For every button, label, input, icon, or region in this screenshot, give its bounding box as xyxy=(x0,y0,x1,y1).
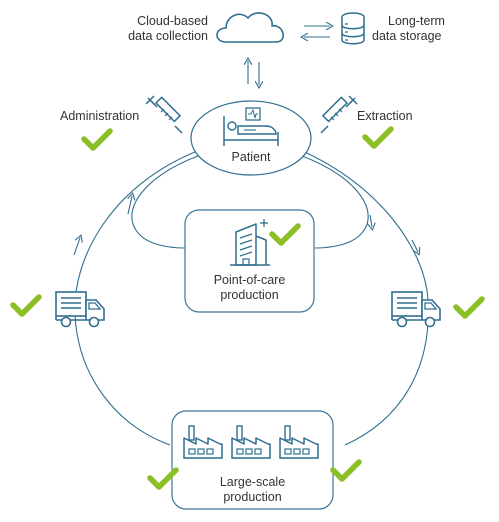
arrow-right-down xyxy=(411,239,418,252)
arrow-poc-right xyxy=(370,214,372,227)
poc-label-line1: Point-of-care xyxy=(213,273,286,287)
check-icon-truck-right xyxy=(456,299,482,316)
patient-label: Patient xyxy=(231,150,271,164)
large-scale-box xyxy=(171,410,334,510)
poc-label: Point-of-care production xyxy=(185,273,314,303)
cloud-icon xyxy=(216,12,284,43)
arrow-left-up xyxy=(73,238,80,256)
administration-label: Administration xyxy=(60,109,140,123)
patient-node xyxy=(190,100,312,176)
check-icon-extraction xyxy=(365,129,391,146)
check-icon-truck-left xyxy=(13,297,39,314)
large-scale-label-line1: Large-scale xyxy=(219,475,286,489)
truck-icon-right xyxy=(391,291,441,328)
large-scale-label: Large-scale production xyxy=(172,475,333,505)
syringe-icon-right xyxy=(320,95,358,134)
check-icon-large-scale-right xyxy=(333,462,359,479)
poc-loop-right xyxy=(289,151,369,249)
poc-loop-left xyxy=(131,151,211,249)
hospital-building-icon xyxy=(230,219,270,266)
poc-label-line2: production xyxy=(220,288,279,302)
arrow-poc-left xyxy=(128,196,132,215)
truck-icon-left xyxy=(55,291,105,328)
storage-label: Long-term data storage xyxy=(372,14,482,44)
storage-label-line1: Long-term xyxy=(388,14,445,28)
cycle-arc-left xyxy=(74,149,201,446)
patient-bed-icon xyxy=(223,107,279,146)
cloud-label-line1: Cloud-based xyxy=(137,14,208,28)
check-icon-administration xyxy=(84,131,110,148)
extraction-label: Extraction xyxy=(357,109,413,123)
cloud-label: Cloud-based data collection xyxy=(102,14,208,44)
cloud-label-line2: data collection xyxy=(128,29,208,43)
syringe-icon-left xyxy=(145,95,183,134)
database-icon xyxy=(341,12,365,45)
storage-label-line2: data storage xyxy=(372,29,442,43)
large-scale-label-line2: production xyxy=(223,490,282,504)
